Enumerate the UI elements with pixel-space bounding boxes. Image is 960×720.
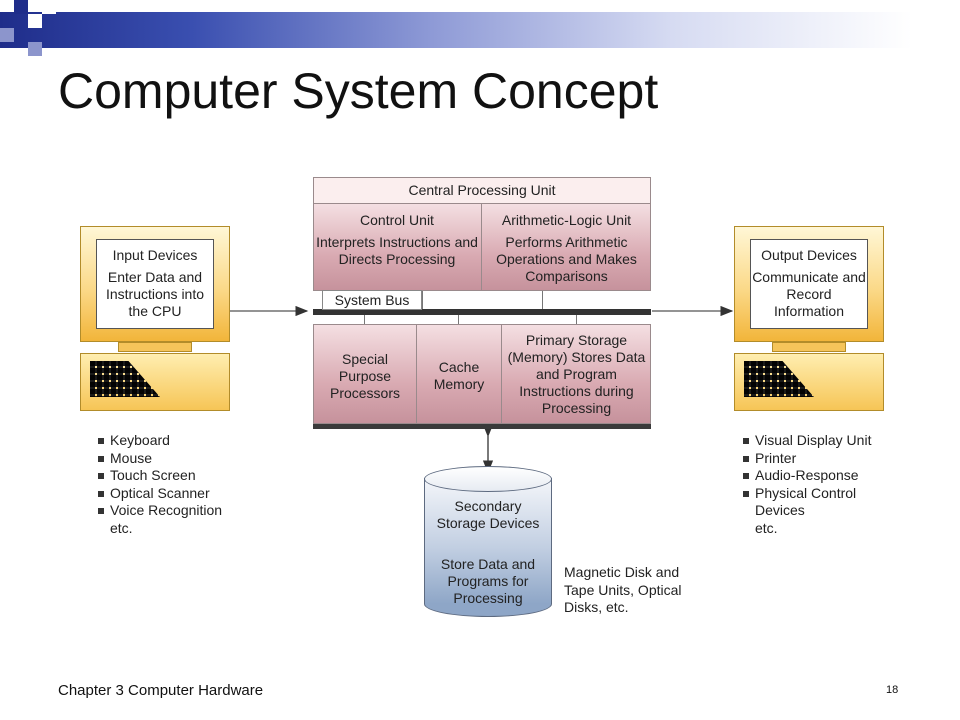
slide-footer: Chapter 3 Computer Hardware [58, 682, 264, 699]
list-item: Audio-Response [742, 467, 932, 485]
cpu-upper-panel [313, 203, 651, 291]
control-unit-desc: Interprets Instructions and Directs Proc… [316, 234, 478, 267]
list-item: Keyboard [97, 432, 277, 450]
list-item: Mouse [97, 450, 277, 468]
list-item: Voice Recognition [97, 502, 277, 520]
alu-title: Arithmetic-Logic Unit [501, 212, 632, 228]
input-devices-title: Input Devices [112, 247, 198, 263]
primary-storage: Primary Storage (Memory) Stores Data and… [507, 332, 646, 416]
secondary-storage-title: Secondary Storage Devices [436, 498, 540, 531]
bus-connector [542, 291, 543, 309]
storage-cylinder-body [424, 478, 552, 604]
decor-square [14, 0, 28, 14]
storage-cylinder-top [424, 466, 552, 492]
bus-connector [458, 315, 459, 324]
system-bus-label: System Bus [334, 292, 410, 308]
list-item: Devices [755, 502, 805, 519]
output-device-list: Visual Display Unit Printer Audio-Respon… [742, 432, 932, 538]
output-monitor-stand [772, 342, 846, 352]
list-item: etc. [755, 519, 778, 536]
bus-connector [422, 291, 423, 309]
decor-square [28, 14, 42, 28]
list-item: Printer [742, 450, 932, 468]
cpu-base [313, 424, 651, 429]
header-gradient-band [0, 12, 960, 48]
list-item: Physical Control [742, 485, 932, 503]
cpu-lower-divider [501, 324, 502, 424]
list-item: Visual Display Unit [742, 432, 932, 450]
control-unit-title: Control Unit [360, 212, 434, 228]
cpu-lower-panel [313, 324, 651, 424]
list-item: Optical Scanner [97, 485, 277, 503]
list-item: etc. [110, 519, 133, 536]
slide-title: Computer System Concept [58, 63, 659, 119]
decor-square [0, 28, 14, 42]
storage-media-note: Magnetic Disk and Tape Units, Optical Di… [564, 564, 682, 616]
cpu-lower-divider [416, 324, 417, 424]
secondary-storage-desc: Store Data and Programs for Processing [440, 556, 536, 606]
alu-desc: Performs Arithmetic Operations and Makes… [496, 234, 637, 284]
input-screen [96, 239, 214, 329]
output-screen [750, 239, 868, 329]
bus-connector [364, 315, 365, 324]
list-item: Touch Screen [97, 467, 277, 485]
decor-square [42, 0, 56, 14]
output-devices-desc: Communicate and Record Information [752, 269, 866, 319]
bus-connector [576, 315, 577, 324]
cache-memory: Cache Memory [433, 359, 485, 392]
input-device-list: Keyboard Mouse Touch Screen Optical Scan… [97, 432, 277, 538]
decor-square [28, 42, 42, 56]
input-monitor-stand [118, 342, 192, 352]
page-number: 18 [886, 684, 899, 696]
special-processors: Special Purpose Processors [329, 351, 401, 401]
cpu-divider [481, 203, 482, 291]
system-bus-label-box [322, 290, 422, 310]
input-devices-desc: Enter Data and Instructions into the CPU [105, 269, 205, 319]
system-bus [313, 309, 651, 315]
cpu-title: Central Processing Unit [408, 182, 556, 198]
output-devices-title: Output Devices [761, 247, 857, 263]
